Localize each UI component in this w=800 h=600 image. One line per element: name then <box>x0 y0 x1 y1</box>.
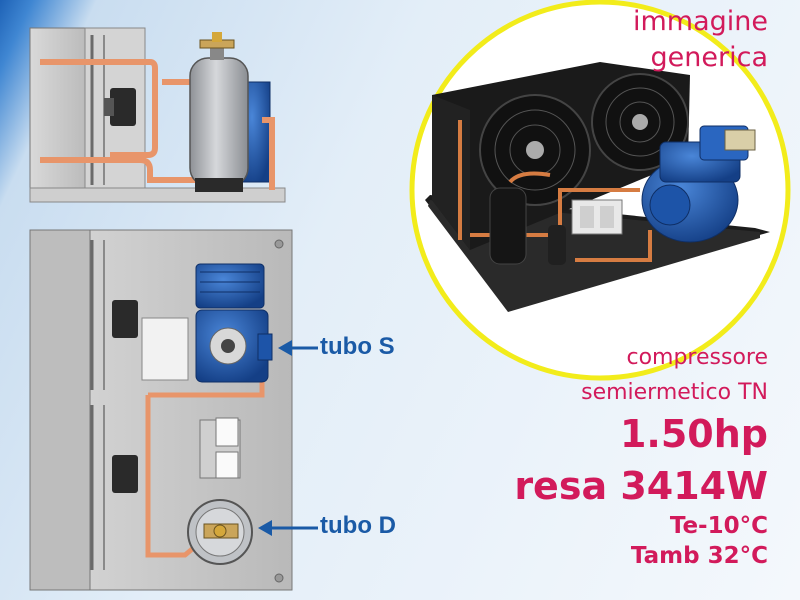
suction-pipe-label: tubo S <box>320 333 395 360</box>
receiver-tank-icon <box>189 32 249 192</box>
suction-pipe-arrow-icon <box>278 340 318 356</box>
compressor-type-line-2: semiermetico TN <box>581 380 768 405</box>
product-photo <box>409 0 791 381</box>
evaporating-temperature: Te-10°C <box>669 513 768 539</box>
ambient-temperature: Tamb 32°C <box>630 543 768 569</box>
compressor-icon <box>195 263 273 383</box>
discharge-pipe-arrow-icon <box>258 520 318 536</box>
compressor-power: 1.50hp <box>619 412 768 456</box>
cooling-capacity: resa 3414W <box>514 464 768 508</box>
compressor-icon <box>641 125 756 243</box>
fan-guard-icon <box>90 405 138 570</box>
discharge-pipe-label: tubo D <box>320 512 396 539</box>
fan-guard-icon <box>90 240 138 390</box>
generic-image-note-line-2: generica <box>650 42 768 73</box>
top-view-diagram <box>29 229 293 591</box>
generic-image-note-line-1: immagine <box>632 6 768 37</box>
side-view-diagram <box>29 27 286 203</box>
compressor-type-line-1: compressore <box>626 345 768 370</box>
receiver-tank-icon <box>187 499 253 565</box>
